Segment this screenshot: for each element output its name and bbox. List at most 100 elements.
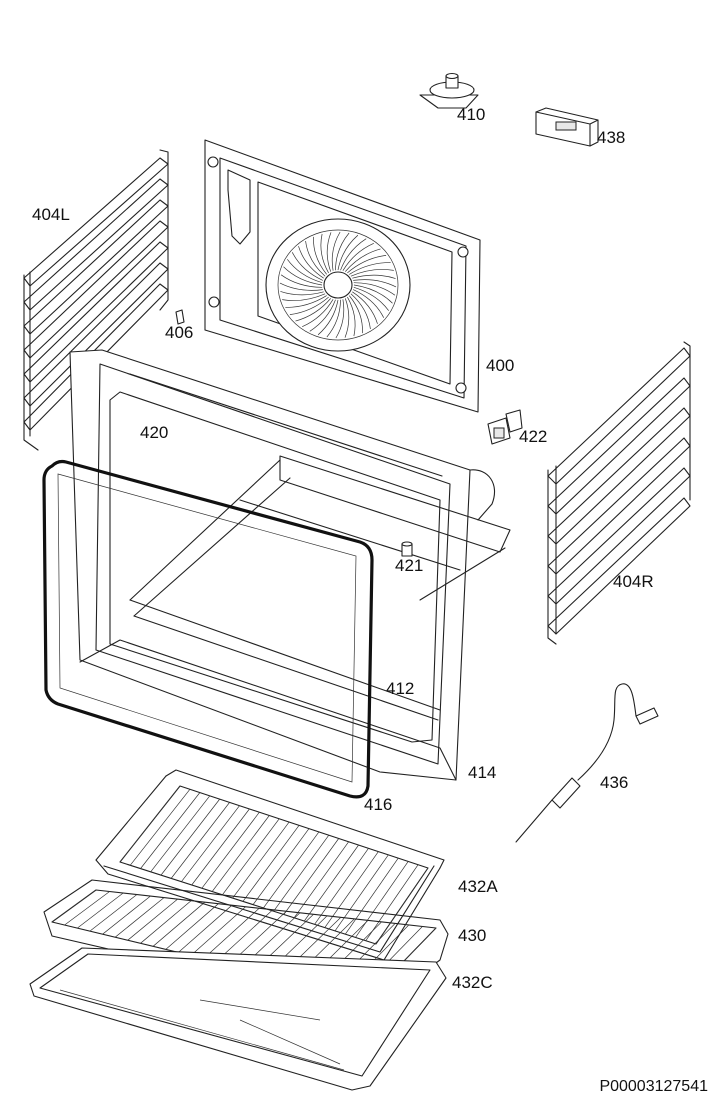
fan-blade	[282, 293, 326, 301]
terminal-block-part	[535, 107, 599, 147]
left-rail	[23, 199, 169, 335]
wire-shelf-part	[95, 769, 445, 961]
shelf-bar	[232, 821, 290, 899]
fan-blade	[350, 269, 394, 277]
label-422: 422	[519, 427, 548, 446]
label-432A: 432A	[458, 877, 498, 896]
label-410: 410	[457, 105, 486, 124]
shelf-bar	[222, 818, 280, 896]
fan-blade	[291, 252, 323, 281]
fan-blade	[353, 284, 393, 304]
right-rail	[547, 497, 691, 635]
shelf-bar	[119, 785, 181, 863]
rack-bar	[140, 900, 192, 944]
fan-blade	[280, 274, 323, 288]
shelf-bar	[211, 815, 270, 892]
fan-blade	[347, 296, 356, 337]
shelf-bar	[283, 838, 339, 915]
rack-bar	[114, 897, 165, 938]
fan-blade	[352, 291, 378, 324]
fan-blade	[317, 299, 339, 336]
shelf-bar	[345, 858, 399, 935]
fan-blade	[340, 238, 367, 271]
clip-part	[175, 309, 185, 325]
label-406: 406	[165, 323, 194, 342]
left-rail	[23, 241, 169, 383]
fan-blade	[289, 296, 329, 315]
oven-cavity-part	[129, 455, 511, 721]
label-414: 414	[468, 763, 497, 782]
shelf-bar	[129, 789, 191, 866]
fan-blade	[353, 289, 385, 318]
shelf-bar	[252, 828, 310, 905]
fan-blade	[349, 295, 363, 334]
fan-blade	[331, 231, 341, 271]
label-404R: 404R	[613, 572, 654, 591]
fan-motor-part	[419, 72, 479, 109]
left-shelf-support-part	[23, 149, 169, 451]
fan-blade	[347, 255, 387, 274]
fan-blade	[345, 248, 381, 272]
rack-bar	[190, 906, 246, 956]
fan-blade	[295, 298, 331, 322]
lamp-holder-part	[487, 409, 523, 445]
fan-blade	[353, 279, 397, 288]
fan-blade	[349, 262, 391, 275]
rack-bar	[64, 891, 110, 926]
shelf-bar	[304, 844, 359, 922]
label-430: 430	[458, 926, 487, 945]
rack-bar	[102, 895, 151, 935]
right-rail	[547, 467, 691, 605]
fan-blade	[326, 232, 332, 272]
back-panel-part	[204, 139, 481, 413]
label-416: 416	[364, 795, 393, 814]
label-404L: 404L	[32, 205, 70, 224]
right-rail	[547, 347, 691, 485]
shelf-bar	[263, 831, 320, 909]
left-rail	[23, 220, 169, 359]
door-seal-part	[42, 459, 374, 799]
fan-blade	[353, 286, 389, 311]
left-rail	[23, 283, 169, 431]
fan-blade	[320, 233, 329, 274]
label-436: 436	[600, 773, 629, 792]
label-421: 421	[395, 556, 424, 575]
fan-blade	[309, 299, 336, 332]
fan-blade	[305, 240, 326, 277]
fan-blade	[283, 266, 323, 286]
fan-blade	[302, 299, 334, 328]
label-420: 420	[140, 423, 169, 442]
shelf-bar	[293, 841, 349, 919]
fan-blade	[342, 242, 374, 271]
rack-bar	[165, 903, 219, 950]
rack-bar	[89, 894, 138, 932]
fan-blade	[326, 299, 341, 338]
rack-bar	[51, 889, 97, 923]
rack-bar	[127, 898, 178, 941]
shelf-bar	[140, 792, 201, 869]
right-rail	[547, 437, 691, 575]
baking-tray-part	[29, 947, 447, 1091]
label-400: 400	[486, 356, 515, 375]
fan-blade	[287, 259, 323, 284]
left-rail	[23, 262, 169, 407]
shelf-bar	[150, 795, 211, 873]
shelf-bar	[242, 825, 300, 902]
fan-blade	[313, 236, 327, 275]
meat-probe-part	[515, 683, 659, 843]
fan-blade	[352, 274, 396, 279]
shelf-bar	[273, 834, 330, 912]
fan-blade	[285, 295, 327, 308]
fan-blade	[298, 246, 324, 279]
rack-bar	[152, 901, 206, 947]
fan-blade	[337, 234, 359, 271]
shelf-bar	[375, 867, 429, 945]
document-id: P00003127541	[599, 1078, 708, 1095]
lamp-part	[401, 541, 413, 557]
shelf-bar	[201, 811, 260, 889]
shelf-bar	[191, 808, 250, 886]
fan-blade	[335, 232, 350, 271]
rack-bar	[203, 907, 260, 959]
left-rail	[23, 178, 169, 311]
